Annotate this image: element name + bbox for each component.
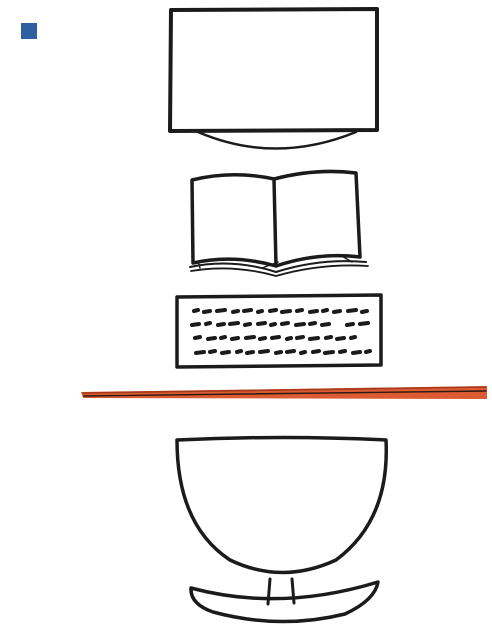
- key-mark: [206, 323, 210, 324]
- key-mark: [222, 352, 229, 353]
- key-mark: [258, 311, 262, 312]
- key-mark: [334, 311, 340, 312]
- keyboard-sketch: [177, 295, 381, 367]
- chair-seat-sketch: [177, 438, 386, 573]
- key-mark: [322, 324, 329, 325]
- key-mark: [287, 351, 294, 352]
- key-mark: [258, 323, 265, 324]
- key-mark: [326, 337, 331, 338]
- key-mark: [337, 338, 344, 339]
- key-mark: [296, 324, 304, 325]
- key-mark: [233, 311, 238, 312]
- key-mark: [230, 323, 238, 324]
- key-mark: [325, 352, 333, 353]
- key-mark: [313, 351, 319, 352]
- key-mark: [204, 311, 210, 312]
- key-mark: [276, 352, 281, 353]
- key-mark: [310, 338, 318, 339]
- key-mark: [221, 337, 225, 338]
- key-mark: [237, 351, 241, 352]
- key-mark: [347, 324, 353, 325]
- key-mark: [245, 324, 250, 325]
- key-mark: [218, 324, 224, 325]
- desk-edge-line: [81, 386, 487, 399]
- key-mark: [282, 323, 288, 324]
- open-book-sketch: [190, 171, 368, 276]
- key-mark: [247, 352, 253, 353]
- key-mark: [272, 337, 279, 338]
- key-mark: [282, 311, 290, 312]
- key-mark: [246, 337, 254, 338]
- key-mark: [196, 352, 204, 353]
- key-mark: [360, 323, 368, 324]
- key-mark: [287, 338, 291, 339]
- key-mark: [301, 352, 305, 353]
- key-mark: [192, 324, 199, 325]
- key-mark: [270, 310, 276, 311]
- key-mark: [271, 324, 275, 325]
- key-mark: [310, 323, 315, 324]
- key-mark: [362, 311, 367, 312]
- key-mark: [194, 310, 198, 311]
- key-mark: [210, 351, 215, 352]
- key-mark: [353, 352, 360, 353]
- key-mark: [340, 351, 345, 352]
- key-mark: [217, 310, 225, 311]
- monitor-sketch: [170, 9, 377, 149]
- key-mark: [260, 351, 268, 352]
- corner-marker-square: [21, 23, 37, 39]
- key-mark: [297, 310, 302, 311]
- key-mark: [244, 310, 251, 311]
- key-mark: [366, 351, 370, 352]
- key-mark: [348, 310, 356, 311]
- key-mark: [232, 338, 238, 339]
- key-mark: [195, 337, 200, 338]
- key-mark: [297, 337, 303, 338]
- chair-base-sketch: [191, 579, 378, 622]
- key-mark: [323, 310, 327, 311]
- keyboard-keys: [192, 310, 370, 353]
- key-mark: [260, 338, 265, 339]
- key-mark: [351, 337, 355, 338]
- key-mark: [208, 338, 215, 339]
- key-mark: [310, 311, 317, 312]
